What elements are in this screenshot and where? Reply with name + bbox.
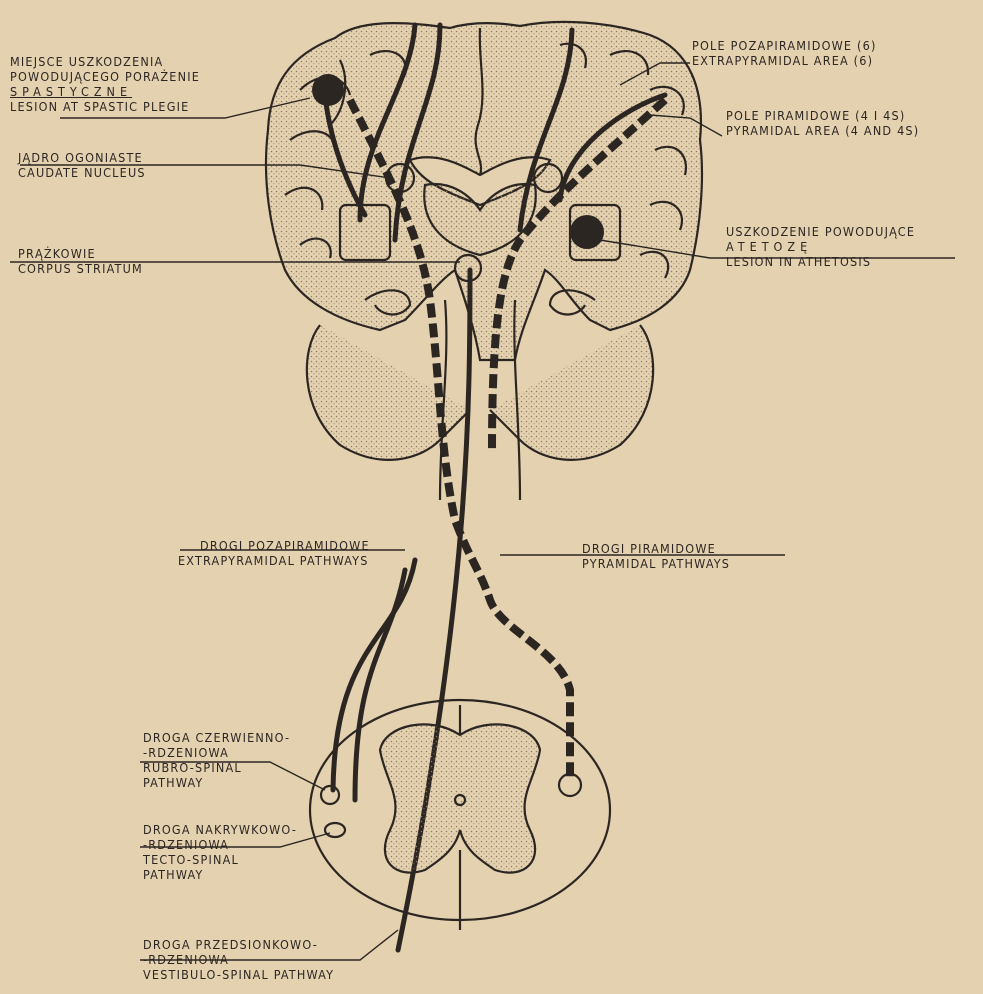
label-line: PYRAMIDAL PATHWAYS — [582, 556, 730, 571]
label-line: EXTRAPYRAMIDAL PATHWAYS — [178, 553, 370, 568]
label-line: PATHWAY — [143, 867, 297, 882]
label-line: -RDZENIOWA — [143, 837, 297, 852]
label-caudate: JĄDRO OGONIASTE CAUDATE NUCLEUS — [18, 150, 146, 180]
label-line: PATHWAY — [143, 775, 290, 790]
lesion-athetosis-dot — [570, 215, 604, 249]
label-line: DROGA CZERWIENNO- — [143, 730, 290, 745]
label-line: EXTRAPYRAMIDAL AREA (6) — [692, 53, 877, 68]
label-line: PYRAMIDAL AREA (4 AND 4S) — [726, 123, 919, 138]
label-line: ATETOZĘ — [726, 239, 915, 254]
caudate-right — [534, 164, 562, 192]
label-line: USZKODZENIE POWODUJĄCE — [726, 224, 915, 239]
label-lesion-spastic: MIEJSCE USZKODZENIA POWODUJĄCEGO PORAŻEN… — [10, 54, 200, 114]
label-striatum: PRĄŻKOWIE CORPUS STRIATUM — [18, 246, 143, 276]
label-line: TECTO-SPINAL — [143, 852, 297, 867]
label-rubrospinal: DROGA CZERWIENNO- -RDZENIOWA RUBRO-SPINA… — [143, 730, 290, 790]
label-line: RUBRO-SPINAL — [143, 760, 290, 775]
label-line: DROGA PRZEDSIONKOWO- — [143, 937, 334, 952]
label-vestibulospinal: DROGA PRZEDSIONKOWO- -RDZENIOWA VESTIBUL… — [143, 937, 334, 982]
label-extrapyramidal-pathways: DROGI POZAPIRAMIDOWE EXTRAPYRAMIDAL PATH… — [178, 538, 370, 568]
label-line: SPASTYCZNE — [10, 84, 200, 99]
label-athetosis: USZKODZENIE POWODUJĄCE ATETOZĘ LESION IN… — [726, 224, 915, 269]
label-line: -RDZENIOWA — [143, 952, 334, 967]
label-pyramidal-area: POLE PIRAMIDOWE (4 I 4S) PYRAMIDAL AREA … — [726, 108, 919, 138]
label-line: JĄDRO OGONIASTE — [18, 150, 146, 165]
label-line: POLE PIRAMIDOWE (4 I 4S) — [726, 108, 919, 123]
label-tectospinal: DROGA NAKRYWKOWO- -RDZENIOWA TECTO-SPINA… — [143, 822, 297, 882]
label-line: CORPUS STRIATUM — [18, 261, 143, 276]
label-extrapyramidal-area: POLE POZAPIRAMIDOWE (6) EXTRAPYRAMIDAL A… — [692, 38, 877, 68]
label-line: -RDZENIOWA — [143, 745, 290, 760]
label-line: CAUDATE NUCLEUS — [18, 165, 146, 180]
tectospinal-terminal — [325, 823, 345, 837]
label-line: DROGA NAKRYWKOWO- — [143, 822, 297, 837]
spinal-cord-section — [310, 700, 610, 930]
pyramidal-terminal — [559, 774, 581, 796]
label-line: MIEJSCE USZKODZENIA — [10, 54, 200, 69]
label-line: DROGI POZAPIRAMIDOWE — [178, 538, 370, 553]
label-line: POLE POZAPIRAMIDOWE (6) — [692, 38, 877, 53]
label-line: LESION AT SPASTIC PLEGIE — [10, 99, 200, 114]
label-pyramidal-pathways: DROGI PIRAMIDOWE PYRAMIDAL PATHWAYS — [582, 541, 730, 571]
label-line: LESION IN ATHETOSIS — [726, 254, 915, 269]
label-line: POWODUJĄCEGO PORAŻENIE — [10, 69, 200, 84]
label-line: PRĄŻKOWIE — [18, 246, 143, 261]
label-line: VESTIBULO-SPINAL PATHWAY — [143, 967, 334, 982]
label-line: DROGI PIRAMIDOWE — [582, 541, 730, 556]
